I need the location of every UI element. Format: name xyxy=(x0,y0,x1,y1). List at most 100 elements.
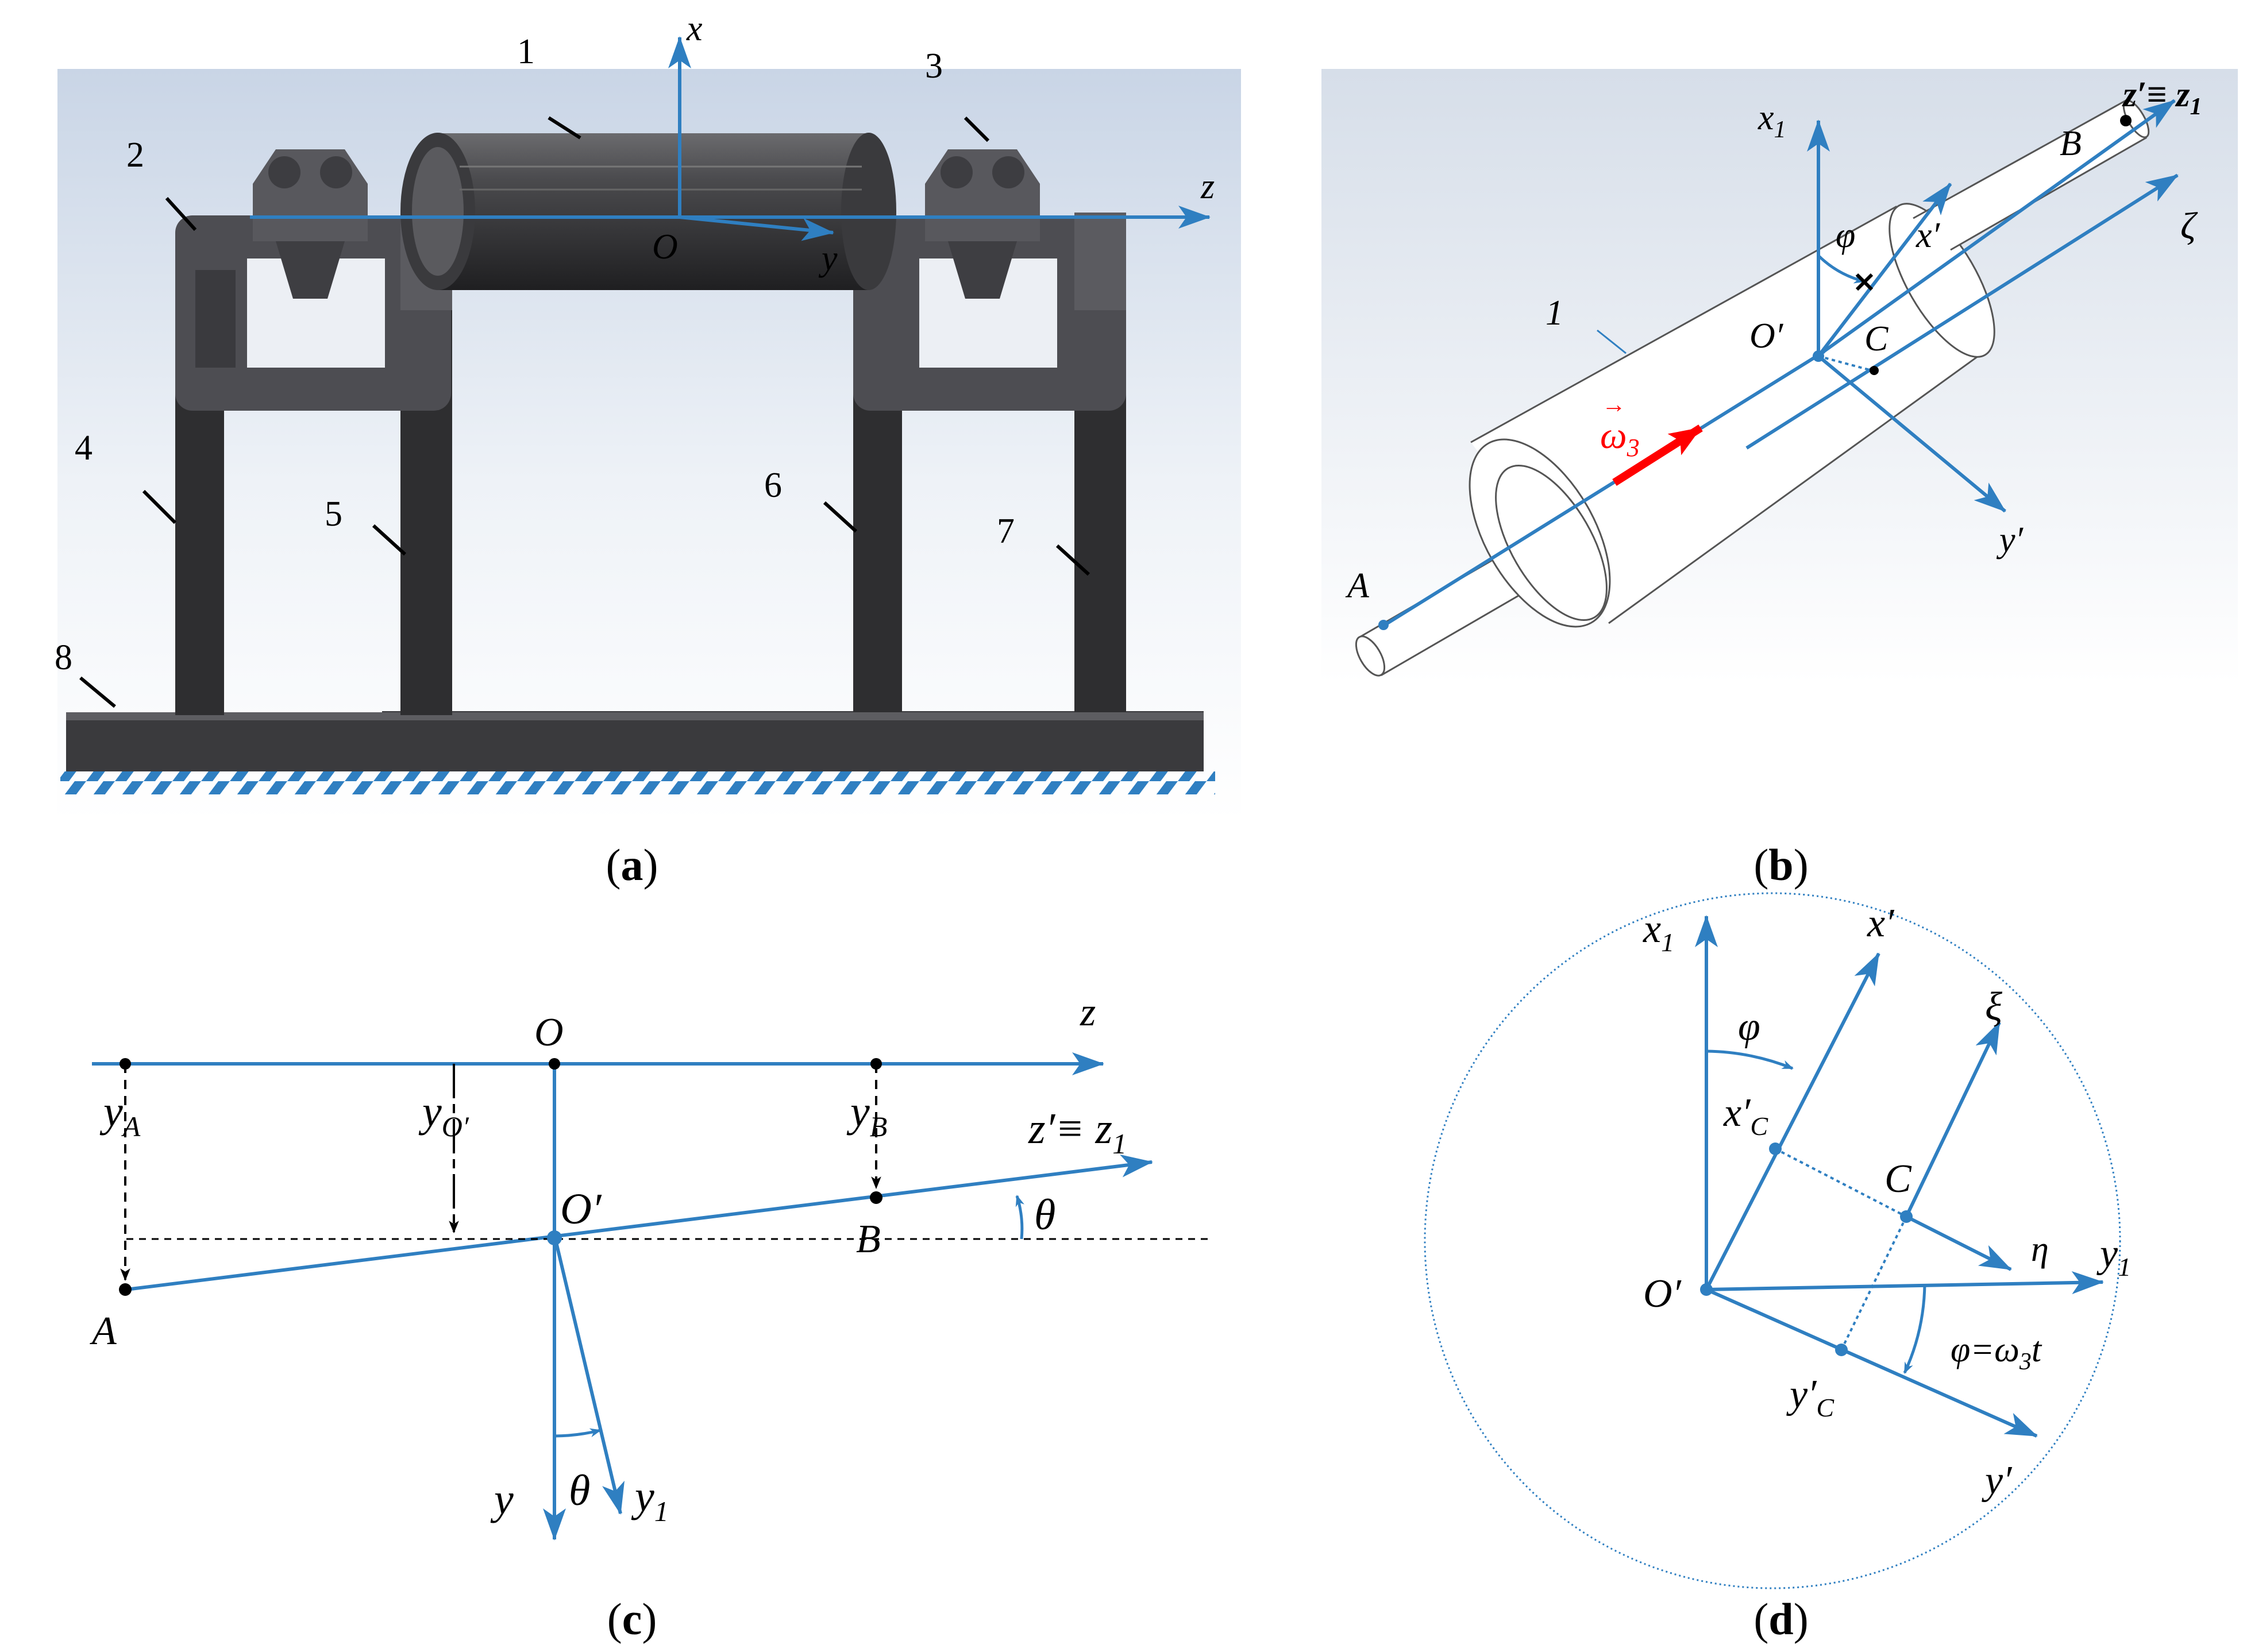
base-plate-top-edge xyxy=(66,712,1204,720)
base-plate-left xyxy=(66,717,382,771)
label-part1-b: 1 xyxy=(1546,294,1563,333)
label-Oprime-c: O′ xyxy=(560,1185,602,1233)
label-phi-eq-d: φ=ω3t xyxy=(1951,1330,2042,1375)
part-label-4: 4 xyxy=(75,429,93,468)
axis-y1-c xyxy=(553,1234,625,1515)
label-x1-b: x1 xyxy=(1758,98,1786,143)
projection-yC-d xyxy=(1840,1216,1907,1350)
axis-eta-d xyxy=(1905,1215,2012,1271)
rotor-circle-d xyxy=(1424,892,2121,1589)
axis-yprime-d xyxy=(1705,1288,2038,1438)
rotor-cylinder xyxy=(400,133,896,290)
label-A-c: A xyxy=(90,1309,117,1353)
base-plate-right xyxy=(382,711,1204,771)
label-eta-d: η xyxy=(2031,1230,2049,1269)
label-A-b: A xyxy=(1345,566,1370,605)
theta-arc-bottom-c xyxy=(554,1428,602,1438)
axis-xprime-d xyxy=(1705,952,1880,1291)
label-phi-top-d: φ xyxy=(1738,1005,1760,1049)
point-B-c xyxy=(870,1191,882,1204)
leader-part1-b xyxy=(1597,329,1627,354)
label-C-b: C xyxy=(1864,319,1889,358)
label-xprime-b: x′ xyxy=(1916,216,1941,255)
point-O-c xyxy=(549,1058,560,1070)
bearing-frame-right xyxy=(853,149,1126,411)
part-label-1: 1 xyxy=(517,32,535,71)
label-C-d: C xyxy=(1884,1157,1912,1201)
label-zeta-b: ζ xyxy=(2180,205,2198,247)
label-xC-d: x′C xyxy=(1723,1091,1768,1141)
phi-arc-b xyxy=(1817,254,1866,284)
part-label-7: 7 xyxy=(997,512,1015,551)
label-B-c: B xyxy=(856,1217,881,1261)
phi-arc-top-d xyxy=(1706,1049,1794,1070)
label-zprime-z1-b: z′≡ z1 xyxy=(2122,75,2202,120)
caption-a: (a) xyxy=(606,840,658,890)
label-yprime-d: y′ xyxy=(1982,1458,2013,1503)
label-O-c: O xyxy=(534,1010,564,1055)
point-Oprime-c xyxy=(547,1230,562,1245)
post-6 xyxy=(853,356,902,712)
label-theta-bottom-c: θ xyxy=(569,1466,590,1515)
label-y1-c: y1 xyxy=(631,1472,669,1527)
point-B-b xyxy=(2120,115,2132,126)
label-yprime-b: y′ xyxy=(1996,520,2024,559)
axis-zeta-b xyxy=(1745,173,2179,450)
dotted-OC-b xyxy=(1818,355,1872,372)
axis-zprime-b xyxy=(1814,99,2176,359)
label-z-c: z xyxy=(1080,990,1096,1035)
label-y1-d: y1 xyxy=(2096,1232,2131,1282)
panel-a-machine-model: 1 2 3 4 5 6 7 8 x z y O (a) xyxy=(55,9,1241,890)
point-Oprime-b xyxy=(1813,350,1824,362)
part-leaders xyxy=(79,116,1090,708)
point-Bproj-c xyxy=(870,1058,882,1070)
point-zstart-c xyxy=(120,1058,131,1070)
caption-d: (d) xyxy=(1753,1594,1808,1644)
label-yA-c: yA xyxy=(99,1087,141,1142)
point-yC-d xyxy=(1835,1344,1848,1356)
cross-mark-b xyxy=(1855,273,1874,291)
label-yB-c: yB xyxy=(846,1087,887,1142)
axis-label-x-a: x xyxy=(686,9,703,48)
point-C-d xyxy=(1900,1210,1913,1223)
label-theta-right-c: θ xyxy=(1034,1191,1055,1239)
omega-arrow-b xyxy=(1612,424,1703,486)
panel-d-cross-section: x1 x′ φ x′C ξ C η y1 O′ φ=ω3t y′C y′ (d) xyxy=(1424,892,2131,1644)
part-label-3: 3 xyxy=(925,47,943,86)
point-Oprime-d xyxy=(1700,1283,1713,1296)
part-label-8: 8 xyxy=(55,638,72,677)
label-yC-d: y′C xyxy=(1786,1372,1835,1422)
label-phi-b: φ xyxy=(1836,216,1855,255)
ground-hatch xyxy=(60,771,1215,794)
part-label-2: 2 xyxy=(126,136,144,175)
point-A-c xyxy=(119,1283,132,1296)
label-yOprime-c: yO′ xyxy=(418,1087,469,1142)
label-zeta-d: ξ xyxy=(1985,985,2002,1029)
label-Oprime-d: O′ xyxy=(1643,1272,1682,1316)
axis-label-z-a: z xyxy=(1200,167,1215,206)
label-Oprime-b: O′ xyxy=(1749,316,1784,356)
origin-label-O-a: O xyxy=(652,227,678,267)
axis-y1-d xyxy=(1706,1271,2104,1295)
label-xprime-d: x′ xyxy=(1867,901,1895,945)
label-x1-d: x1 xyxy=(1643,907,1674,957)
label-y-c: y xyxy=(490,1475,514,1523)
point-C-b xyxy=(1870,366,1879,375)
axis-y-a xyxy=(679,215,834,241)
caption-b: (b) xyxy=(1753,840,1808,890)
point-xC-d xyxy=(1769,1142,1782,1155)
axis-yprime-b xyxy=(1817,354,2006,513)
axis-xprime-b xyxy=(1817,183,1952,357)
label-B-b: B xyxy=(2060,124,2082,163)
axis-AB-b xyxy=(1383,350,1825,627)
phi-arc-bottom-d xyxy=(1903,1283,1926,1374)
caption-c: (c) xyxy=(607,1594,657,1644)
axis-zeta-d xyxy=(1905,1021,2001,1218)
label-omega-b: ω3 xyxy=(1600,415,1640,462)
panel-b-rotor-coordinates: x1 B z′≡ z1 ζ x′ φ O′ C 1 ω3 → y′ A (b) xyxy=(1321,69,2238,890)
part-label-5: 5 xyxy=(325,495,342,534)
label-omega-arrow-b: → xyxy=(1602,392,1626,418)
theta-arc-right-c xyxy=(1015,1195,1025,1240)
label-zprime-z1-c: z′≡ z1 xyxy=(1028,1105,1127,1160)
